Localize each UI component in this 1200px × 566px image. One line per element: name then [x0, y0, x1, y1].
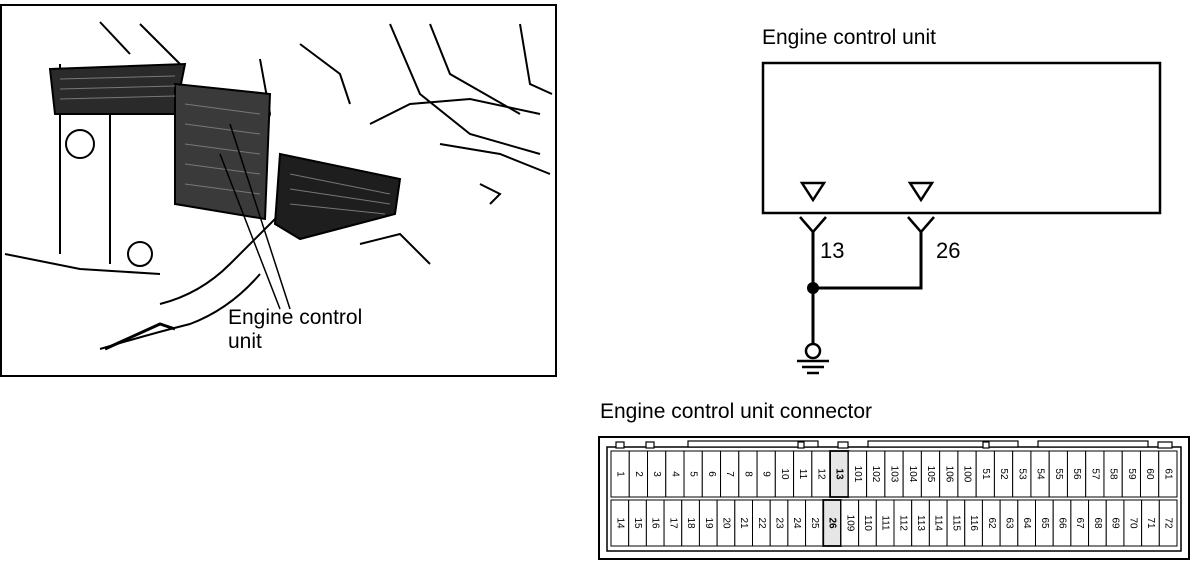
connector-pin-label: 25 — [809, 517, 820, 529]
connector-pin-label: 101 — [852, 466, 863, 483]
connector-pin-label: 60 — [1144, 468, 1155, 480]
connector-pin-label: 14 — [614, 517, 625, 529]
connector-pin-label: 55 — [1053, 468, 1064, 480]
connector-pin-label: 109 — [844, 515, 855, 532]
connector-pin-label: 5 — [688, 471, 699, 477]
connector-pin-label: 21 — [738, 517, 749, 529]
terminal-26-marker — [907, 181, 935, 203]
connector-pin-cell — [1158, 450, 1178, 498]
splice-point — [807, 282, 819, 294]
connector-pin-label: 24 — [791, 517, 802, 529]
ecu-box — [761, 61, 1162, 215]
connector-pin-cell — [1158, 499, 1178, 547]
connector-pin-label: 11 — [797, 469, 808, 480]
connector-pin-label: 18 — [685, 517, 696, 529]
connector-pin-label: 67 — [1074, 517, 1085, 529]
connector-pin-label: 51 — [980, 468, 991, 480]
connector-pin-label: 110 — [862, 515, 873, 531]
connector-pin-label: 59 — [1126, 468, 1137, 480]
connector-pin-label: 63 — [1003, 517, 1014, 529]
connector-pin-label: 102 — [870, 466, 881, 483]
connector-pin-label: 57 — [1089, 468, 1100, 480]
connector-pin-label: 17 — [667, 517, 678, 529]
terminal-13-label: 13 — [820, 238, 845, 263]
connector-pin-label: 111 — [880, 515, 891, 531]
connector-pin-label: 15 — [632, 517, 643, 529]
connector-pin-label: 61 — [1162, 468, 1173, 480]
connector-pin-label: 9 — [761, 471, 772, 477]
photo-label-line1: Engine control — [228, 306, 363, 329]
connector-pin-label: 103 — [889, 466, 900, 483]
connector-pin-label: 7 — [724, 471, 735, 477]
connector-pin-label: 4 — [669, 471, 680, 477]
connector-pin-label: 22 — [756, 517, 767, 529]
wiring-schematic — [761, 61, 1162, 375]
connector-pin-label: 116 — [968, 515, 979, 531]
engine-bay-illustration — [0, 4, 557, 377]
photo-label-line2: unit — [228, 330, 262, 353]
connector-pin-label: 20 — [720, 517, 731, 529]
ground-terminal — [804, 342, 822, 360]
connector-pin-label: 66 — [1057, 517, 1068, 529]
connector-pin-label: 112 — [897, 515, 908, 531]
connector-pin-label: 100 — [962, 466, 973, 483]
connector-pin-label: 6 — [706, 471, 717, 477]
connector-pin-label: 58 — [1108, 468, 1119, 480]
connector-pin-label: 71 — [1145, 517, 1156, 529]
connector-pin-label: 106 — [943, 466, 954, 483]
connector-pin-label: 64 — [1021, 517, 1032, 529]
connector-pin-label: 72 — [1163, 517, 1174, 529]
terminal-13-pin — [799, 216, 827, 234]
connector-pin-label: 54 — [1035, 468, 1046, 480]
connector-pin-label: 3 — [651, 471, 662, 477]
connector-pin-label: 19 — [703, 517, 714, 529]
connector-pin-label: 53 — [1016, 468, 1027, 480]
connector-pin-label: 115 — [950, 515, 961, 531]
connector-pin-label: 70 — [1127, 517, 1138, 529]
connector-pin-label: 113 — [915, 515, 926, 531]
connector-pin-label: 16 — [650, 517, 661, 529]
connector-pin-label: 65 — [1039, 517, 1050, 529]
connector-pin-label: 23 — [774, 517, 785, 529]
connector-pin-label: 68 — [1092, 517, 1103, 529]
connector-pin-label: 114 — [933, 515, 944, 531]
connector-pin-label: 62 — [986, 517, 997, 529]
terminal-26-label: 26 — [936, 238, 961, 263]
connector-pin-label: 69 — [1110, 517, 1121, 529]
connector-title: Engine control unit connector — [600, 400, 873, 423]
connector-pin-label: 10 — [779, 468, 790, 480]
schematic-title: Engine control unit — [762, 26, 936, 49]
terminal-26-pin — [907, 216, 935, 234]
connector-pin-label: 105 — [925, 466, 936, 483]
connector-pin-label: 2 — [633, 471, 644, 477]
ground-icon — [797, 359, 829, 375]
connector-pin-label: 1 — [615, 471, 626, 477]
connector-pin-label: 104 — [907, 466, 918, 483]
connector-pin-label: 26 — [827, 517, 838, 529]
connector-pin-label: 52 — [998, 468, 1009, 480]
terminal-13-marker — [799, 181, 827, 203]
connector-pin-label: 56 — [1071, 468, 1082, 480]
connector-pin-label: 13 — [834, 468, 845, 480]
connector-pin-label: 8 — [742, 471, 753, 477]
connector-pin-label: 12 — [815, 468, 826, 480]
